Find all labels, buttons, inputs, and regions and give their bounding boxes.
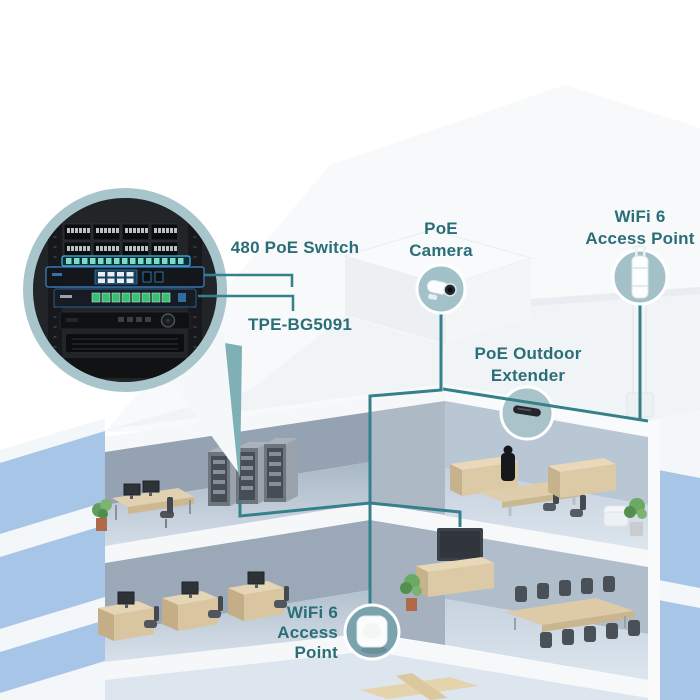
inset-callout-connectors — [198, 273, 295, 311]
label-wifi6-access-point-bottom: WiFi 6 Access Point — [277, 603, 338, 662]
conference-room-furniture — [400, 528, 640, 648]
label-poe-outdoor-extender: PoE Outdoor Extender — [474, 344, 582, 385]
label-480-poe-switch: 480 PoE Switch — [215, 237, 375, 259]
right-facade — [648, 411, 700, 700]
left-facade — [0, 418, 105, 700]
label-wifi6-access-point-top: WiFi 6 Access Point — [585, 207, 695, 248]
poe-extender-icon — [513, 405, 541, 417]
label-tpe-bg5091: TPE-BG5091 — [220, 314, 380, 336]
penthouse — [343, 229, 533, 344]
ceiling-access-point-icon — [356, 615, 388, 648]
label-tpe-bg5091-text: TPE-BG5091 — [247, 315, 353, 334]
open-office-furniture — [98, 571, 289, 641]
poe-camera-icon — [426, 279, 457, 300]
rack-inset — [23, 188, 227, 392]
server-rack-icon — [208, 438, 298, 506]
executive-office-furniture — [450, 445, 647, 536]
label-poe-camera: PoE Camera — [409, 219, 473, 260]
label-480-poe-switch-text: 480 PoE Switch — [230, 238, 360, 257]
ground-floor-furniture — [360, 673, 478, 700]
outdoor-ap-badge — [611, 248, 669, 306]
poe-camera-badge — [415, 263, 467, 315]
poe-cable-runs — [238, 302, 649, 605]
ceiling-ap-badge — [343, 603, 401, 661]
rack-equipment-icon — [33, 198, 217, 382]
rooftop — [105, 85, 700, 432]
outdoor-access-point-icon — [631, 248, 649, 299]
server-room-furniture — [92, 438, 298, 531]
